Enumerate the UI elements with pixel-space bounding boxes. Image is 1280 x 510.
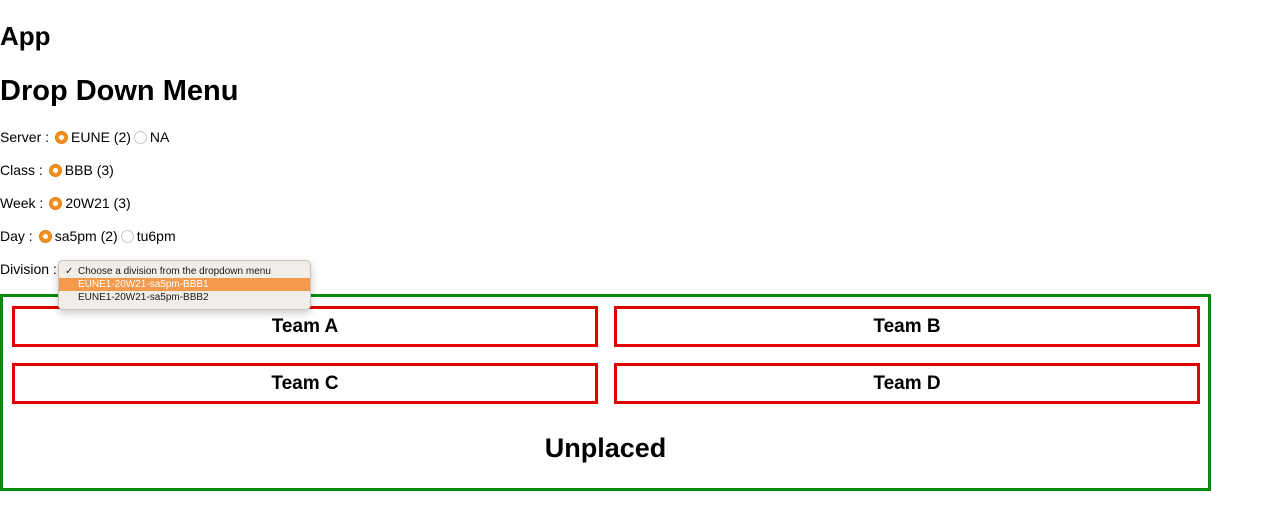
division-filter-row: Division : <box>0 259 63 279</box>
server-filter-row: Server : EUNE (2) NA <box>0 127 172 147</box>
division-option-bbb1[interactable]: EUNE1-20W21-sa5pm-BBB1 <box>59 278 310 291</box>
team-d-box[interactable]: Team D <box>614 363 1200 404</box>
division-option-bbb2-label: EUNE1-20W21-sa5pm-BBB2 <box>78 292 209 303</box>
team-d-label: Team D <box>873 372 941 394</box>
division-dropdown-menu[interactable]: ✓ Choose a division from the dropdown me… <box>58 260 311 310</box>
division-option-placeholder[interactable]: ✓ Choose a division from the dropdown me… <box>59 265 310 278</box>
class-radio-bbb[interactable] <box>48 163 62 177</box>
week-filter-row: Week : 20W21 (3) <box>0 193 134 213</box>
team-b-box[interactable]: Team B <box>614 306 1200 347</box>
day-radio-sa5pm[interactable] <box>38 229 52 243</box>
division-label: Division : <box>0 261 57 277</box>
team-board: Team A Team B Team C Team D Unplaced <box>0 294 1211 491</box>
day-filter-row: Day : sa5pm (2) tu6pm <box>0 226 179 246</box>
app-title: App <box>0 21 51 51</box>
team-c-label: Team C <box>271 372 339 394</box>
week-radio-20w21[interactable] <box>49 196 63 210</box>
division-option-bbb1-label: EUNE1-20W21-sa5pm-BBB1 <box>78 279 209 290</box>
team-c-box[interactable]: Team C <box>12 363 598 404</box>
team-a-box[interactable]: Team A <box>12 306 598 347</box>
class-label: Class : <box>0 162 43 178</box>
server-radio-na[interactable] <box>133 130 147 144</box>
checkmark-icon: ✓ <box>65 266 74 277</box>
server-label: Server : <box>0 129 50 145</box>
unplaced-label: Unplaced <box>544 433 667 463</box>
day-label: Day : <box>0 228 33 244</box>
server-radio-eune[interactable] <box>55 130 69 144</box>
day-option-tu6pm-label[interactable]: tu6pm <box>136 228 176 244</box>
week-label: Week : <box>0 195 44 211</box>
server-option-na-label[interactable]: NA <box>149 129 170 145</box>
class-option-bbb-label[interactable]: BBB (3) <box>64 162 114 178</box>
team-a-label: Team A <box>271 315 339 337</box>
week-option-20w21-label[interactable]: 20W21 (3) <box>65 195 131 211</box>
menu-title: Drop Down Menu <box>0 75 239 107</box>
team-b-label: Team B <box>873 315 941 337</box>
day-option-sa5pm-label[interactable]: sa5pm (2) <box>54 228 118 244</box>
server-option-eune-label[interactable]: EUNE (2) <box>71 129 131 145</box>
class-filter-row: Class : BBB (3) <box>0 160 117 180</box>
day-radio-tu6pm[interactable] <box>120 229 134 243</box>
division-option-placeholder-label: Choose a division from the dropdown menu <box>78 266 271 277</box>
division-option-bbb2[interactable]: EUNE1-20W21-sa5pm-BBB2 <box>59 291 310 304</box>
